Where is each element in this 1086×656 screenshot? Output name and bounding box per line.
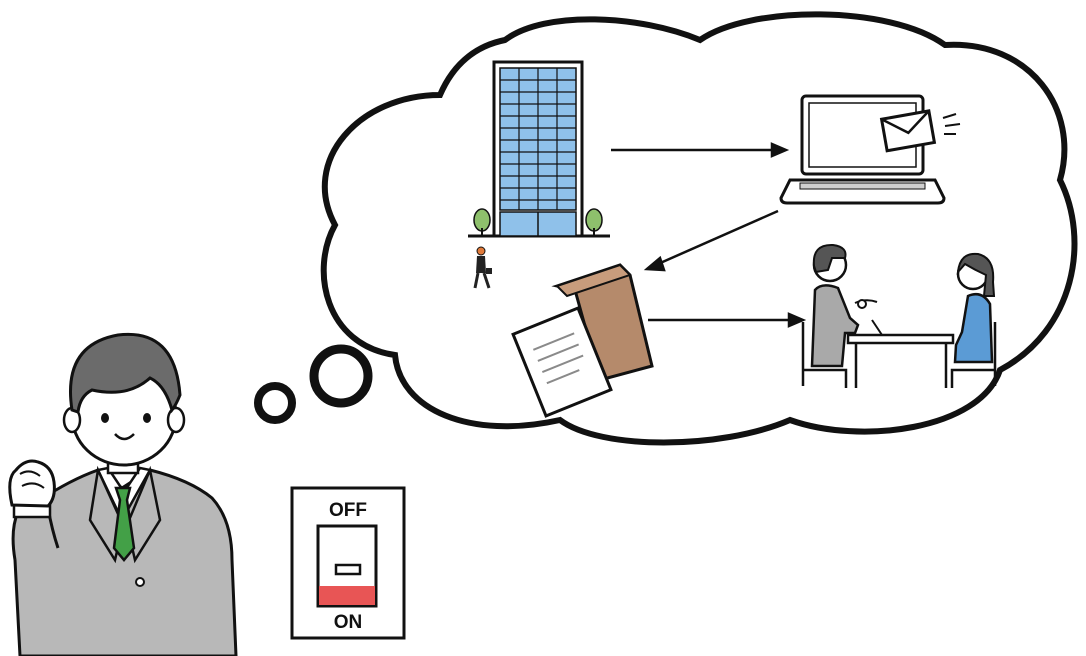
power-switch-icon[interactable]: OFF ON xyxy=(290,486,406,640)
documents-and-envelope-icon xyxy=(511,263,654,418)
flow-arrows xyxy=(611,142,807,328)
interview-scene-icon xyxy=(801,243,997,388)
switch-knob xyxy=(334,563,362,576)
thought-dot-large xyxy=(309,344,373,408)
switch-label-off: OFF xyxy=(329,500,367,521)
arrow-laptop-to-documents xyxy=(657,209,779,266)
switch-label-on: ON xyxy=(334,612,363,633)
mail-envelope-icon xyxy=(879,109,937,153)
candidate-figure xyxy=(950,252,997,388)
walking-person-icon xyxy=(473,246,492,289)
laptop-with-mail-icon xyxy=(779,94,961,205)
switch-on-indicator xyxy=(319,586,375,605)
thought-dot-small xyxy=(254,382,296,424)
hair xyxy=(69,332,182,415)
office-building-icon xyxy=(468,60,610,289)
interviewer-figure xyxy=(801,243,878,388)
thinking-man-icon xyxy=(8,332,238,656)
thought-cloud xyxy=(320,11,1078,446)
tie xyxy=(112,486,136,562)
